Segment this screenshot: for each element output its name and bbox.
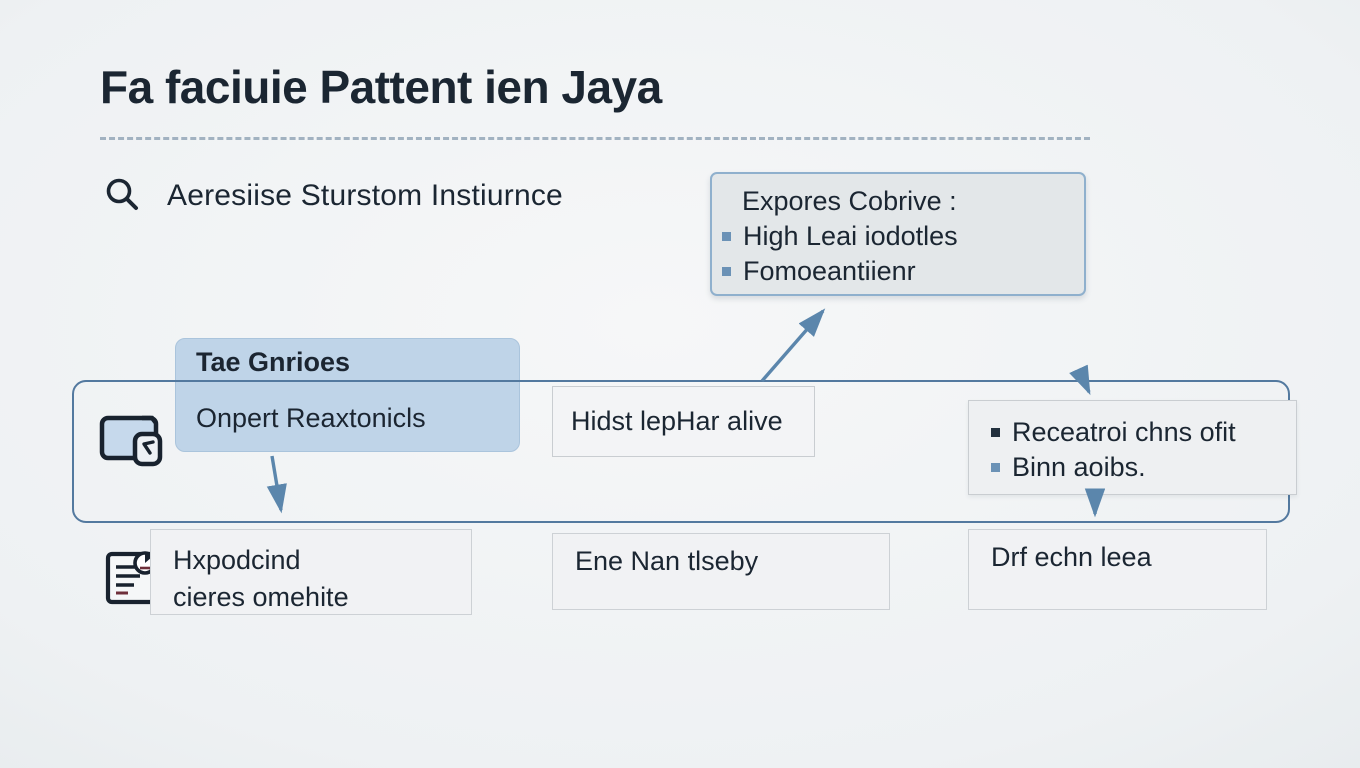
search-label: Aeresiise Sturstom Instiurnce	[167, 179, 563, 212]
bottom-box-2: Ene Nan tlseby	[552, 533, 890, 610]
bullet-square-icon	[991, 428, 1000, 437]
page-title: Fa faciuie Pattent ien Jaya	[100, 61, 662, 113]
bullet-square-icon	[722, 267, 731, 276]
bottom-box-1-line1: Hxpodcind	[173, 545, 301, 575]
right-box-bullet-item: Binn aoibs.	[991, 452, 1296, 483]
source-box-row1: Tae Gnrioes	[196, 347, 351, 377]
search-icon	[103, 176, 143, 216]
source-box-row2: Onpert Reaxtonicls	[196, 403, 426, 433]
bottom-box-3-line1: Drf echn leea	[991, 542, 1152, 572]
right-box-bullet-item: Receatroi chns ofit	[991, 417, 1296, 448]
search-bar[interactable]: Aeresiise Sturstom Instiurnce	[103, 176, 563, 216]
bullet-square-icon	[722, 232, 731, 241]
bullet-square-icon	[991, 463, 1000, 472]
bottom-box-2-line1: Ene Nan tlseby	[575, 546, 759, 576]
arrow-source-to-callout	[760, 308, 826, 383]
right-box-bullet-text: Receatroi chns ofit	[1012, 417, 1236, 447]
callout-bullet-text: Fomoeantiienr	[743, 256, 916, 286]
right-box: Receatroi chns ofit Binn aoibs.	[968, 400, 1297, 495]
middle-box: Hidst lepHar alive	[552, 386, 815, 457]
wallet-icon	[98, 408, 166, 470]
callout-bullet-text: High Leai iodotles	[743, 221, 958, 251]
bottom-box-1-line2: cieres omehite	[173, 582, 349, 612]
callout-bullet-item: Fomoeantiienr	[722, 256, 1084, 287]
callout-title: Expores Cobrive :	[742, 186, 957, 216]
document-icon	[104, 548, 164, 608]
source-box: Tae Gnrioes Onpert Reaxtonicls	[175, 338, 520, 452]
right-box-bullet-text: Binn aoibs.	[1012, 452, 1146, 482]
title-divider	[100, 137, 1090, 140]
middle-box-text: Hidst lepHar alive	[571, 406, 783, 436]
bottom-box-1: Hxpodcind cieres omehite	[150, 529, 472, 615]
callout-box: Expores Cobrive : High Leai iodotles Fom…	[710, 172, 1086, 296]
callout-bullet-item: High Leai iodotles	[722, 221, 1084, 252]
bottom-box-3: Drf echn leea	[968, 529, 1267, 610]
